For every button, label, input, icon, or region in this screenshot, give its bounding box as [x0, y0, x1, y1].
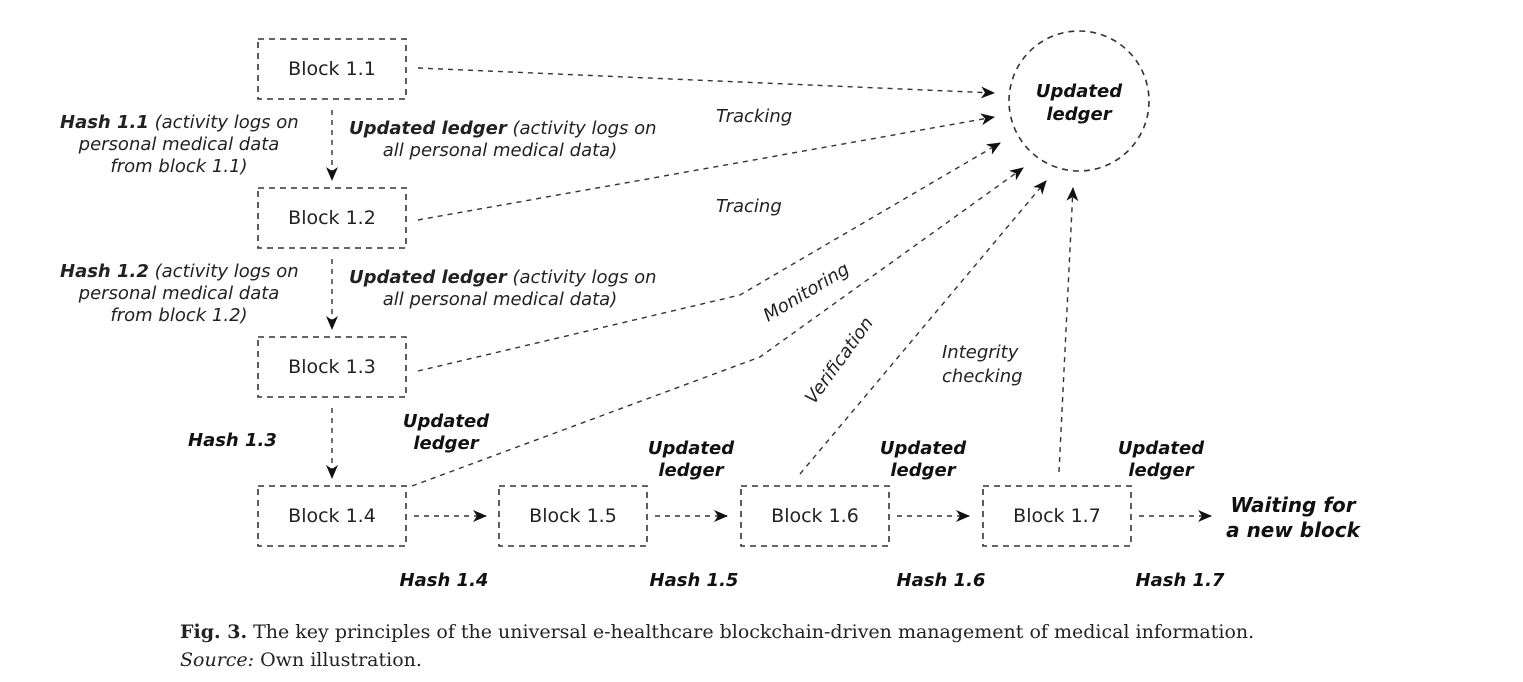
updated-ledger-label-1: Updated ledger (activity logs on all per… [349, 118, 657, 161]
ledger-bold: Updated ledger [349, 267, 508, 288]
label-tracking: Tracking [716, 106, 792, 127]
hash-desc-line3: from block 1.1) [110, 156, 247, 177]
svg-text:ledger: ledger [890, 460, 956, 481]
updated-ledger-node: Updated ledger [1008, 30, 1150, 172]
arrow-block-1-3-to-ledger [417, 142, 1001, 372]
block-1-7: Block 1.7 [982, 485, 1132, 547]
arrow-block-1-1-to-ledger [417, 67, 995, 99]
hash-1-6-label: Hash 1.6 [897, 570, 986, 591]
svg-text:ledger: ledger [1128, 460, 1194, 481]
ledger-node-line2: ledger [1046, 104, 1112, 125]
arrow-block-1-2-to-ledger [417, 113, 995, 221]
svg-text:Updated: Updated [403, 411, 490, 432]
block-label: Block 1.5 [529, 505, 617, 527]
svg-text:a new block: a new block [1226, 518, 1361, 542]
hash-desc-line2: personal medical data [78, 283, 280, 304]
source-text: Own illustration. [254, 649, 422, 671]
ledger-desc: (activity logs on [507, 118, 657, 139]
block-1-1: Block 1.1 [257, 38, 407, 100]
hash-1-5-label: Hash 1.5 [650, 570, 739, 591]
figure-title: The key principles of the universal e-he… [247, 621, 1255, 643]
figure-number: Fig. 3. [180, 621, 248, 643]
caption-line-2: Source: Own illustration. [180, 646, 1254, 674]
hash-desc: (activity logs on [149, 261, 299, 282]
svg-text:Updated: Updated [1118, 438, 1205, 459]
svg-text:Hash 1.2 (activity logs on: Hash 1.2 (activity logs on [60, 261, 299, 282]
hash-name: Hash 1.1 [60, 112, 149, 133]
ledger-desc-line2: all personal medical data) [383, 289, 617, 310]
label-tracing: Tracing [716, 196, 782, 217]
svg-text:ledger: ledger [658, 460, 724, 481]
block-label: Block 1.2 [288, 207, 376, 229]
block-label: Block 1.7 [1013, 505, 1101, 527]
block-1-4: Block 1.4 [257, 485, 407, 547]
block-label: Block 1.3 [288, 356, 376, 378]
block-1-3: Block 1.3 [257, 336, 407, 398]
hash-1-1-label: Hash 1.1 (activity logs on personal medi… [60, 112, 299, 177]
hash-desc-line3: from block 1.2) [110, 305, 247, 326]
block-1-6: Block 1.6 [740, 485, 890, 547]
hash-1-7-label: Hash 1.7 [1136, 570, 1225, 591]
svg-text:Hash 1.1 (activity logs on: Hash 1.1 (activity logs on [60, 112, 299, 133]
svg-text:Updated ledger (activity logs: Updated ledger (activity logs on [349, 267, 657, 288]
block-label: Block 1.6 [771, 505, 859, 527]
block-label: Block 1.1 [288, 58, 376, 80]
ledger-node-line1: Updated [1036, 81, 1123, 102]
arrow-block-1-7-to-ledger [1058, 187, 1079, 473]
hash-desc: (activity logs on [149, 112, 299, 133]
ledger-desc-line2: all personal medical data) [383, 140, 617, 161]
label-monitoring: Monitoring [760, 259, 853, 327]
svg-text:ledger: ledger [413, 433, 479, 454]
label-verification: Verification [801, 313, 878, 408]
arrow-block-1-6-to-ledger [799, 180, 1047, 475]
ledger-bold: Updated ledger [349, 118, 508, 139]
block-1-2: Block 1.2 [257, 187, 407, 249]
block-label: Block 1.4 [288, 505, 376, 527]
ledger-desc: (activity logs on [507, 267, 657, 288]
updated-ledger-small-1-4: Updated ledger [403, 411, 490, 454]
caption-line-1: Fig. 3. The key principles of the univer… [180, 618, 1254, 646]
updated-ledger-label-2: Updated ledger (activity logs on all per… [349, 267, 657, 310]
updated-ledger-small-1-5: Updated ledger [648, 438, 735, 481]
updated-ledger-small-1-7: Updated ledger [1118, 438, 1205, 481]
hash-name: Hash 1.2 [60, 261, 149, 282]
svg-text:Waiting for: Waiting for [1230, 493, 1356, 517]
svg-text:Updated: Updated [648, 438, 735, 459]
figure-caption: Fig. 3. The key principles of the univer… [180, 618, 1254, 674]
svg-text:Updated: Updated [880, 438, 967, 459]
hash-1-2-label: Hash 1.2 (activity logs on personal medi… [60, 261, 299, 326]
svg-text:Updated ledger (activity logs: Updated ledger (activity logs on [349, 118, 657, 139]
hash-1-3-label: Hash 1.3 [188, 430, 277, 451]
label-integrity-2: checking [942, 366, 1023, 387]
label-integrity-1: Integrity [942, 342, 1019, 363]
hash-1-4-label: Hash 1.4 [400, 570, 489, 591]
block-1-5: Block 1.5 [498, 485, 648, 547]
arrow-block-1-4-to-ledger [411, 167, 1024, 487]
hash-desc-line2: personal medical data [78, 134, 280, 155]
updated-ledger-small-1-6: Updated ledger [880, 438, 967, 481]
source-label: Source: [180, 649, 255, 671]
waiting-new-block-label: Waiting for a new block [1226, 493, 1361, 542]
